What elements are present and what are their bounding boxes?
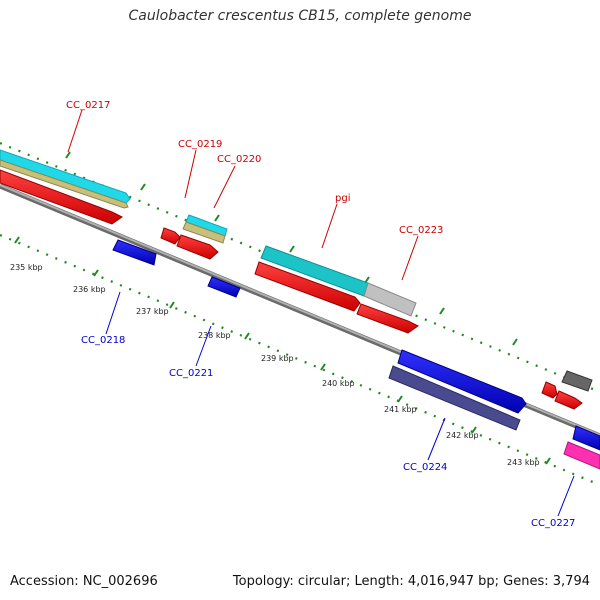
feature-red-mid[interactable] xyxy=(176,234,219,260)
feature-red-left[interactable] xyxy=(0,169,123,225)
feature-blue-cc0221[interactable] xyxy=(207,276,241,298)
accession-text: Accession: NC_002696 xyxy=(10,574,158,589)
gene-label-cc0221[interactable]: CC_0221 xyxy=(169,368,213,379)
scale-label-240: 240 kbp xyxy=(322,379,355,388)
gene-label-cc0220[interactable]: CC_0220 xyxy=(217,154,261,165)
genome-summary-text: Topology: circular; Length: 4,016,947 bp… xyxy=(232,574,590,589)
feature-red-right-small[interactable] xyxy=(541,381,558,399)
gene-label-pgi[interactable]: pgi xyxy=(335,193,350,204)
feature-purple-cc0224[interactable] xyxy=(388,365,521,431)
map-title: Caulobacter crescentus CB15, complete ge… xyxy=(128,8,472,24)
feature-magenta-cc0227[interactable] xyxy=(563,441,600,470)
feature-red-right[interactable] xyxy=(554,390,583,410)
feature-grey-right[interactable] xyxy=(561,370,593,392)
outer-tick-track xyxy=(0,141,600,394)
feature-blue-cc0224[interactable] xyxy=(397,349,527,414)
feature-blue-cc0218[interactable] xyxy=(112,239,157,266)
feature-khaki-left[interactable] xyxy=(0,159,129,209)
scale-label-243: 243 kbp xyxy=(507,458,540,467)
feature-red-small[interactable] xyxy=(160,227,181,245)
label-leaders xyxy=(67,109,575,517)
feature-blue-right[interactable] xyxy=(572,425,600,451)
gene-label-cc0224[interactable]: CC_0224 xyxy=(403,462,447,473)
feature-grey-cc0223[interactable] xyxy=(363,282,417,317)
scale-label-235: 235 kbp xyxy=(10,263,43,272)
scale-label-238: 238 kbp xyxy=(198,331,231,340)
gene-label-cc0217[interactable]: CC_0217 xyxy=(66,100,110,111)
scale-label-239: 239 kbp xyxy=(261,354,294,363)
gene-label-cc0227[interactable]: CC_0227 xyxy=(531,518,575,529)
feature-khaki-cc0220[interactable] xyxy=(182,221,226,244)
scale-label-241: 241 kbp xyxy=(384,405,417,414)
gene-label-cc0218[interactable]: CC_0218 xyxy=(81,335,125,346)
feature-red-pgi[interactable] xyxy=(254,261,361,312)
inner-tick-track xyxy=(0,233,600,487)
gene-label-cc0219[interactable]: CC_0219 xyxy=(178,139,222,150)
scale-label-242: 242 kbp xyxy=(446,431,479,440)
scale-label-237: 237 kbp xyxy=(136,307,169,316)
gene-label-cc0223[interactable]: CC_0223 xyxy=(399,225,443,236)
inner-major-ticks xyxy=(14,236,551,465)
feature-cyan-left[interactable] xyxy=(0,149,131,204)
feature-red-after-pgi[interactable] xyxy=(356,303,419,334)
scale-label-236: 236 kbp xyxy=(73,285,106,294)
